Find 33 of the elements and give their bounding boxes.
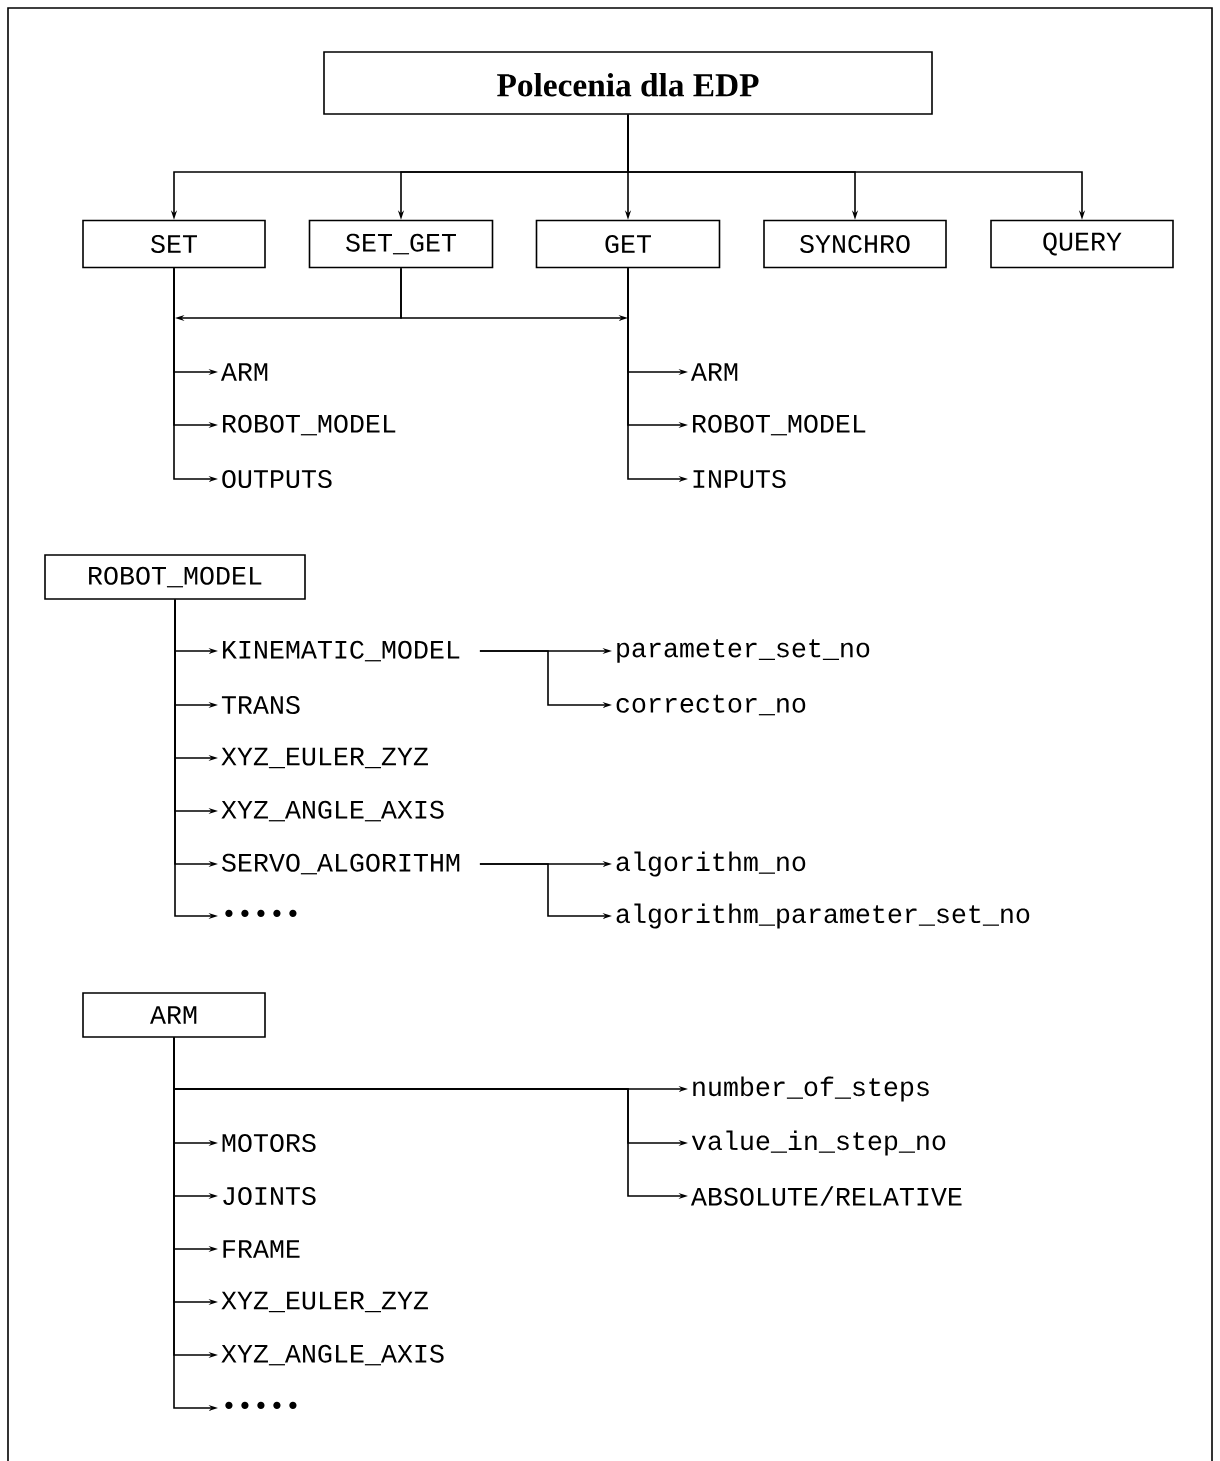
item-label: MOTORS: [222, 1133, 316, 1153]
item-label: corrector_no: [616, 694, 806, 716]
item-label: ABSOLUTE/RELATIVE: [690, 1186, 962, 1206]
title-box: Polecenia dla EDP: [323, 51, 933, 115]
command-box: QUERY: [990, 219, 1174, 269]
item-label: INPUTS: [693, 469, 786, 489]
command-box: GET: [535, 219, 721, 269]
item-label: number_of_steps: [693, 1076, 929, 1102]
item-label: ARM: [690, 363, 738, 381]
command-box: ARM: [82, 992, 266, 1038]
item-label: XYZ_EULER_ZYZ: [221, 747, 428, 769]
item-label: XYZ_ANGLE_AXIS: [221, 1344, 444, 1366]
command-box: SET: [82, 219, 266, 269]
item-label: algorithm_parameter_set_no: [616, 903, 1030, 929]
item-label: algorithm_no: [616, 851, 806, 877]
item-label: ARM: [220, 363, 268, 381]
item-label: XYZ_EULER_ZYZ: [221, 1291, 428, 1313]
item-label: parameter_set_no: [617, 639, 870, 663]
command-box: SET_GET: [308, 219, 494, 269]
item-label: SERVO_ALGORITHM: [221, 853, 460, 875]
item-label: ROBOT_MODEL: [693, 414, 866, 436]
item-label: XYZ_ANGLE_AXIS: [221, 800, 444, 822]
item-label: FRAME: [223, 1240, 300, 1258]
item-label: •••••: [225, 909, 297, 917]
item-label: •••••: [225, 1401, 297, 1409]
item-label: TRANS: [221, 695, 300, 715]
command-box: SYNCHRO: [763, 219, 947, 269]
item-label: ROBOT_MODEL: [223, 414, 396, 436]
item-label: value_in_step_no: [691, 1130, 946, 1156]
item-label: KINEMATIC_MODEL: [223, 640, 460, 662]
command-box: ROBOT_MODEL: [44, 554, 306, 600]
item-label: OUTPUTS: [222, 469, 332, 489]
item-label: JOINTS: [223, 1186, 316, 1206]
